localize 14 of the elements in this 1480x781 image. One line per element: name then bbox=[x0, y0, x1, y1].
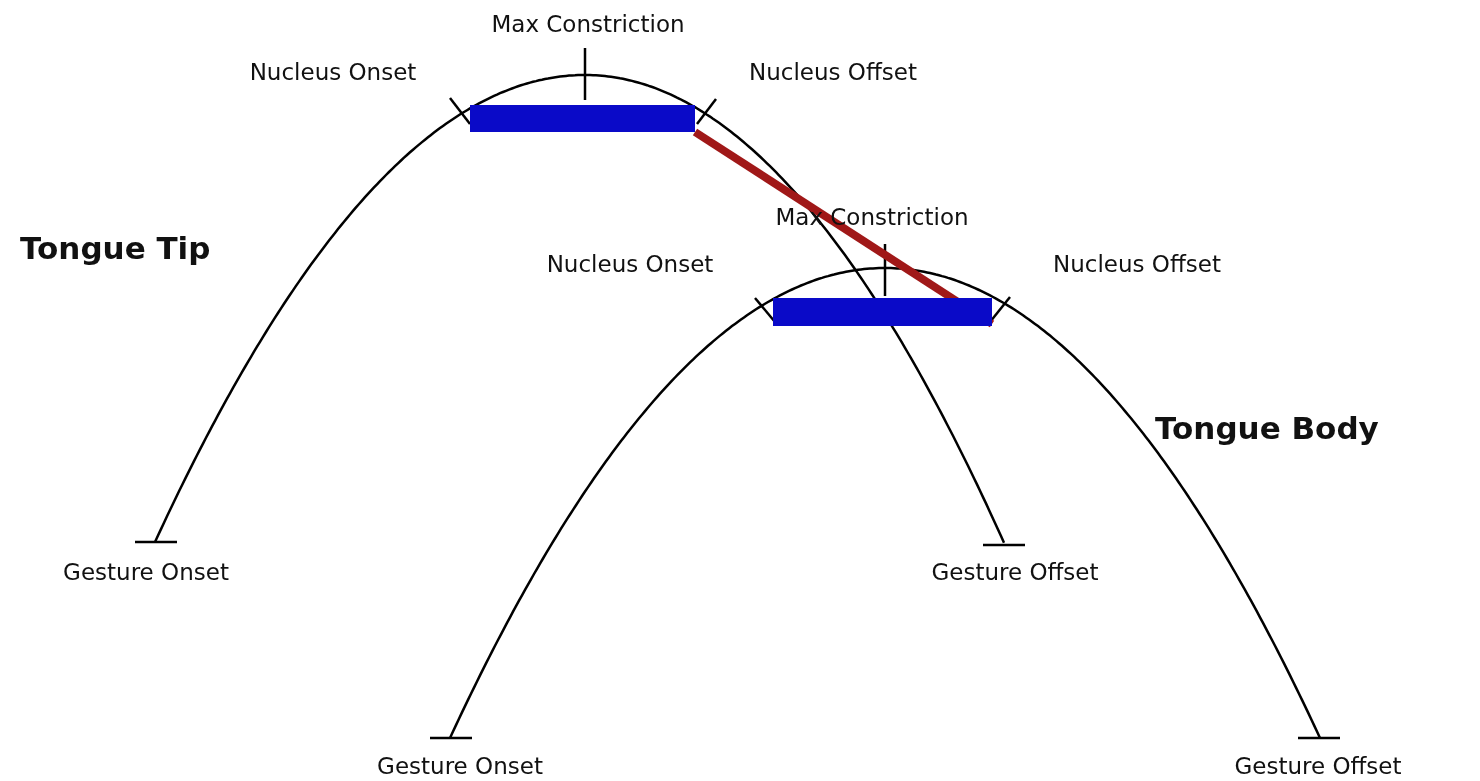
connector-line bbox=[692, 128, 995, 328]
articulator-label: Tongue Body bbox=[1155, 410, 1379, 446]
landmark-label: Gesture Onset bbox=[63, 558, 229, 586]
landmark-label: Gesture Onset bbox=[377, 752, 543, 780]
landmark-label: Nucleus Onset bbox=[546, 250, 714, 278]
landmark-label: Gesture Offset bbox=[931, 558, 1099, 586]
nucleus-bar bbox=[773, 298, 992, 326]
articulator-label: Tongue Tip bbox=[20, 230, 211, 266]
nucleus-bar bbox=[470, 105, 695, 132]
landmark-label: Nucleus Offset bbox=[749, 58, 917, 86]
landmark-label: Nucleus Offset bbox=[1053, 250, 1221, 278]
landmark-label: Nucleus Onset bbox=[249, 58, 417, 86]
landmark-label: Gesture Offset bbox=[1234, 752, 1402, 780]
landmark-label: Max Constriction bbox=[491, 10, 685, 38]
